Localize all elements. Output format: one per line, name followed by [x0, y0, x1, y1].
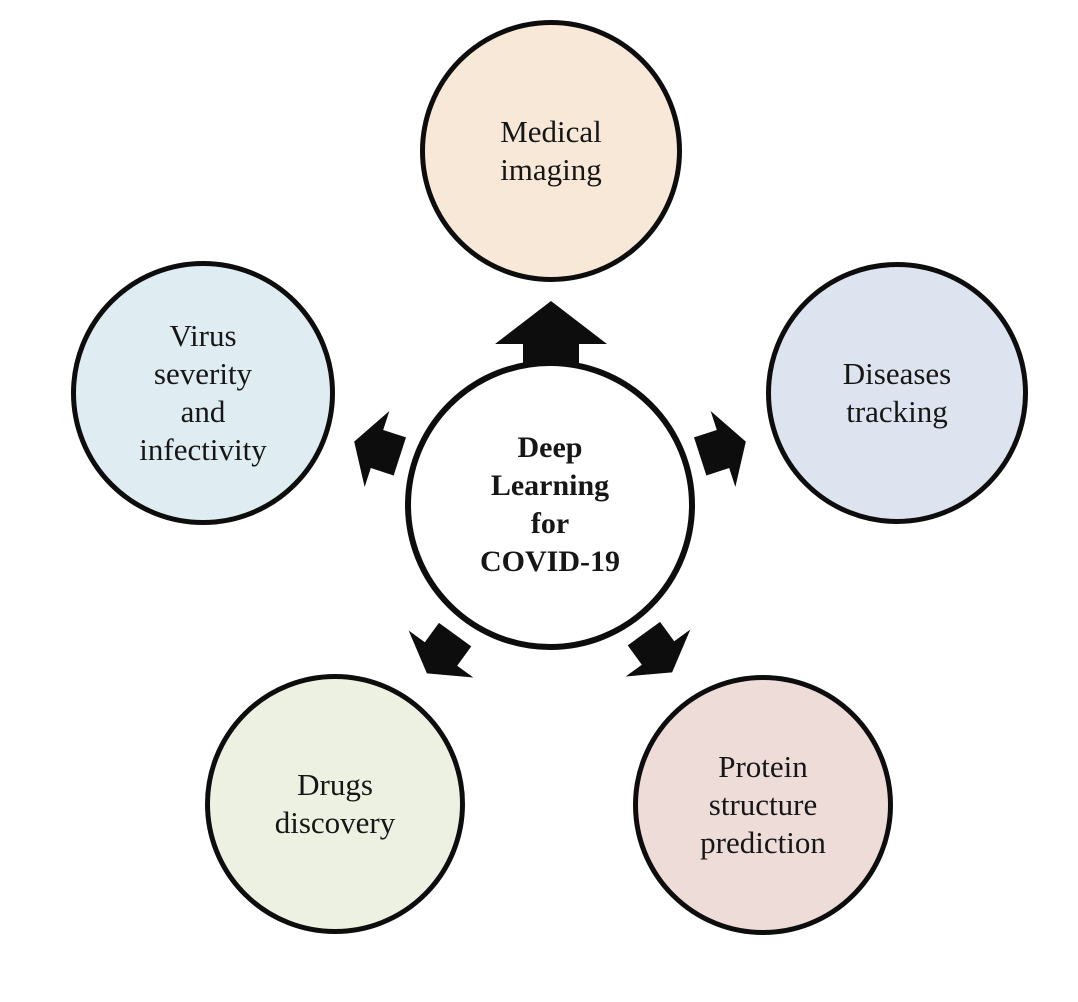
- arrow-upper-left-shape: [354, 410, 407, 488]
- node-protein-structure-prediction-label: Protein structure prediction: [700, 749, 826, 860]
- node-drugs-discovery: Drugs discovery: [205, 674, 465, 934]
- node-center-deep-learning: Deep Learning for COVID-19: [405, 360, 695, 650]
- node-drugs-discovery-label: Drugs discovery: [274, 767, 396, 840]
- node-protein-structure-prediction: Protein structure prediction: [633, 675, 893, 935]
- node-diseases-tracking: Diseases tracking: [766, 262, 1028, 524]
- arrow-lower-right-icon: [625, 621, 691, 677]
- node-medical-imaging-label: Medical imaging: [500, 114, 602, 187]
- node-virus-severity-and-infectivity: Virus severity and infectivity: [71, 261, 335, 525]
- arrow-lower-right-shape: [625, 621, 691, 677]
- arrow-upper-right-icon: [693, 410, 746, 488]
- arrow-upper-left-icon: [354, 410, 407, 488]
- node-virus-severity-and-infectivity-label: Virus severity and infectivity: [139, 318, 267, 467]
- node-medical-imaging: Medical imaging: [420, 20, 682, 282]
- arrow-lower-left-icon: [408, 622, 474, 678]
- node-center-deep-learning-label: Deep Learning for COVID-19: [480, 431, 620, 578]
- node-diseases-tracking-label: Diseases tracking: [842, 356, 952, 429]
- arrow-upper-right-shape: [693, 410, 746, 488]
- arrow-lower-left-shape: [408, 622, 474, 678]
